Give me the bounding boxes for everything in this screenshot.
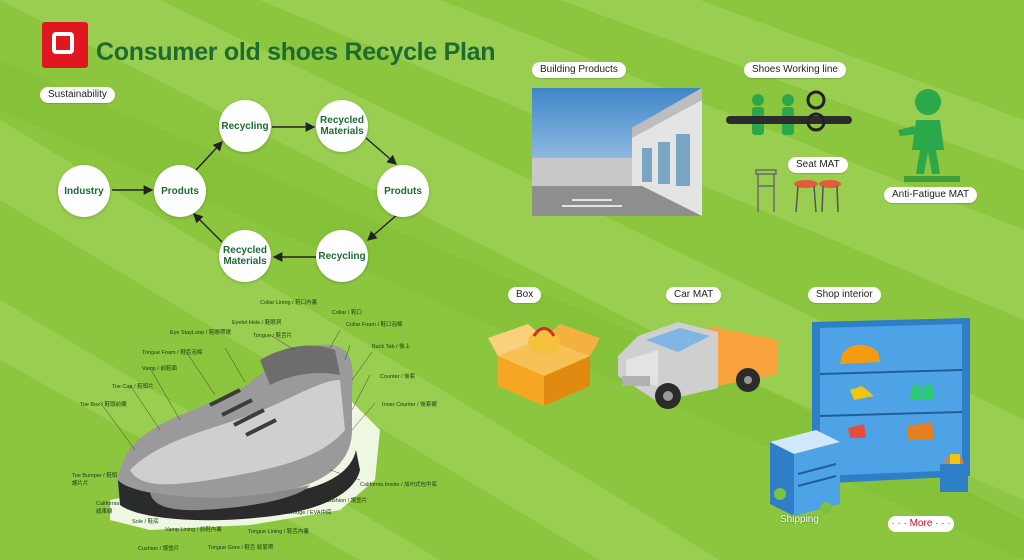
box-label: Box [508, 287, 542, 303]
shoe-part-eye-stayloop: Eye StayLoop / 鞋眼帶環 [170, 330, 231, 336]
node-industry: Industry [58, 165, 110, 217]
node-recycling-top: Recycling [219, 100, 271, 152]
shoe-part-back-tab: Back Tab / 後上 [372, 344, 411, 350]
shoe-part-california-insole: California Insole / 加州式包中底 [360, 482, 438, 488]
shoe-part-eyelet-hole: Eyelet Hole / 鞋眼洞 [232, 320, 282, 326]
shoe-part-collar-foam: Collar Foam / 鞋口泡棉 [346, 322, 403, 328]
seat-mat-image [755, 169, 841, 213]
shoe-part-toe-cap: Toe Cap / 鞋頭片 [112, 384, 154, 390]
shop-interior-image [812, 318, 970, 484]
logo-icon [42, 22, 88, 68]
shoe-part-cushion-left: Cushion / 護墊片 [138, 546, 180, 552]
shoe-part-sole: Sole / 鞋底 [132, 519, 159, 525]
shoe-part-tongue-lining: Tongue Lining / 鞋舌內裏 [248, 529, 309, 535]
shipping-image [770, 430, 840, 516]
shoe-part-tongue-gore: Tongue Gore / 鞋舌 鬆緊帶 [208, 545, 274, 551]
shoe-part-inner-counter: Inner Counter / 後套襯 [382, 402, 437, 408]
working-line-image [726, 90, 852, 135]
box-image [488, 324, 600, 406]
shoe-part-vamp-lining: Vamp Lining / 前鞋內裏 [165, 527, 222, 533]
anti-fatigue-image [898, 89, 960, 182]
shopping-bag-icon [940, 454, 968, 492]
node-produts-right: Produts [377, 165, 429, 217]
seat-mat-label: Seat MAT [788, 157, 848, 173]
more-button[interactable]: · · · More · · · [888, 516, 954, 532]
shoe-diagram [99, 329, 380, 530]
shoe-part-california-stitch: California Stitch / 加州式縫車線 [96, 501, 156, 515]
shop-interior-label: Shop interior [808, 287, 881, 303]
car-mat-image [618, 322, 778, 409]
car-mat-label: Car MAT [666, 287, 722, 303]
sustainability-label: Sustainability [40, 87, 115, 103]
shoes-working-line-label: Shoes Working line [744, 62, 846, 78]
shoe-part-wedge: Wedge / EVA中底 [288, 510, 332, 516]
node-recycled-materials-top: Recycled Materials [316, 100, 368, 152]
shoe-part-toe-bumper: Toe Bumper / 鞋頭護片片 [72, 473, 118, 487]
anti-fatigue-mat-label: Anti-Fatigue MAT [884, 187, 978, 203]
shoe-part-tongue: Tongue / 鞋舌片 [253, 333, 293, 339]
node-produts-left: Produts [154, 165, 206, 217]
building-products-image [532, 88, 702, 216]
shoe-part-toe-box: Toe Box / 鞋頭前襯 [80, 402, 127, 408]
shoe-part-tongue-foam: Tongue Foam / 鞋舌泡棉 [142, 350, 203, 356]
shoe-part-counter: Counter / 後套 [380, 374, 416, 380]
shoe-part-collar-lining: Collar Lining / 鞋口內裏 [260, 300, 318, 306]
cycle-arrows [112, 122, 399, 262]
node-recycled-materials-bottom: Recycled Materials [219, 230, 271, 282]
shipping-label: Shipping [780, 514, 819, 525]
node-recycling-bottom: Recycling [316, 230, 368, 282]
building-products-label: Building Products [532, 62, 626, 78]
shoe-part-collar: Collar / 鞋口 [332, 310, 362, 316]
shoe-part-vamp: Vamp / 前鞋面 [142, 366, 178, 372]
page-title: Consumer old shoes Recycle Plan [96, 38, 496, 66]
shoe-part-cushion-right: Cushion / 護墊片 [326, 498, 368, 504]
